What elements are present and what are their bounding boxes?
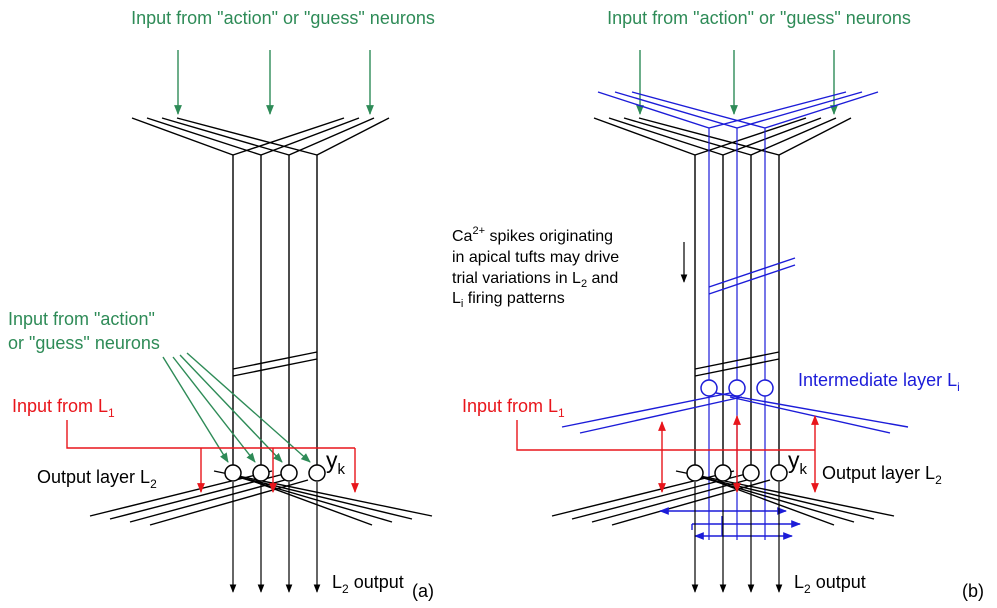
panel-b-tag: (b): [962, 581, 984, 601]
panel-a-output-somata: [224, 464, 326, 482]
panel-b-ca-annotation-line2: in apical tufts may drive: [452, 249, 619, 266]
panel-a-side-input-arrows: [162, 352, 311, 463]
panel-a-tag: (a): [412, 581, 434, 601]
panel-a-side-input-label-line2: or "guess" neurons: [8, 333, 160, 353]
panel-b-intermediate-apical-tufts: [597, 91, 879, 129]
panel-a-l1-input-arrows: [66, 420, 359, 493]
panel-b: Input from "action" or "guess" neurons: [452, 8, 984, 601]
panel-b-l1-input-label: Input from L1: [462, 396, 565, 420]
panel-b-intermediate-somata: [700, 379, 774, 397]
panel-b-ca-annotation-line3: trial variations in L2 and: [452, 270, 618, 290]
panel-b-top-input-label: Input from "action" or "guess" neurons: [607, 8, 911, 28]
panel-a-top-input-arrows: [174, 50, 374, 115]
panel-b-mid-branches: [694, 351, 780, 377]
panel-a-l1-input-label: Input from L1: [12, 396, 115, 420]
panel-a-output-layer-label: Output layer L2: [37, 467, 157, 491]
panel-a-yk-label: yk: [326, 447, 346, 478]
panel-a-dendrite-shafts: [232, 155, 318, 465]
panel-a-mid-branches: [232, 351, 318, 377]
panel-b-output-label: L2 output: [794, 572, 866, 596]
panel-b-yk-label: yk: [788, 447, 808, 478]
panel-a-output-axons: [229, 482, 321, 593]
panel-a-side-input-label-line1: Input from "action": [8, 309, 155, 329]
panel-b-intermediate-mid-branches: [708, 257, 796, 295]
panel-b-basal-dendrites: [551, 470, 895, 526]
panel-b-output-somata: [686, 464, 788, 482]
panel-b-ca-annotation-line4: Li firing patterns: [452, 290, 565, 310]
panel-b-ca-annotation-line1: Ca2+ spikes originating: [452, 225, 613, 245]
panel-b-output-axons: [691, 482, 783, 593]
panel-a-apical-tufts: [131, 117, 390, 156]
panel-b-output-layer-label: Output layer L2: [822, 463, 942, 487]
panel-b-l1-input-arrows: [516, 415, 819, 493]
panel-b-intermediate-basal-dendrites: [561, 392, 909, 434]
panel-a-output-label: L2 output: [332, 572, 404, 596]
panel-a-top-input-label: Input from "action" or "guess" neurons: [131, 8, 435, 28]
panel-b-dendrite-shafts: [694, 155, 780, 465]
panel-a: Input from "action" or "guess" neurons: [8, 8, 435, 601]
panel-b-top-input-arrows: [636, 50, 838, 115]
panel-b-intermediate-layer-label: Intermediate layer Li: [798, 370, 960, 394]
